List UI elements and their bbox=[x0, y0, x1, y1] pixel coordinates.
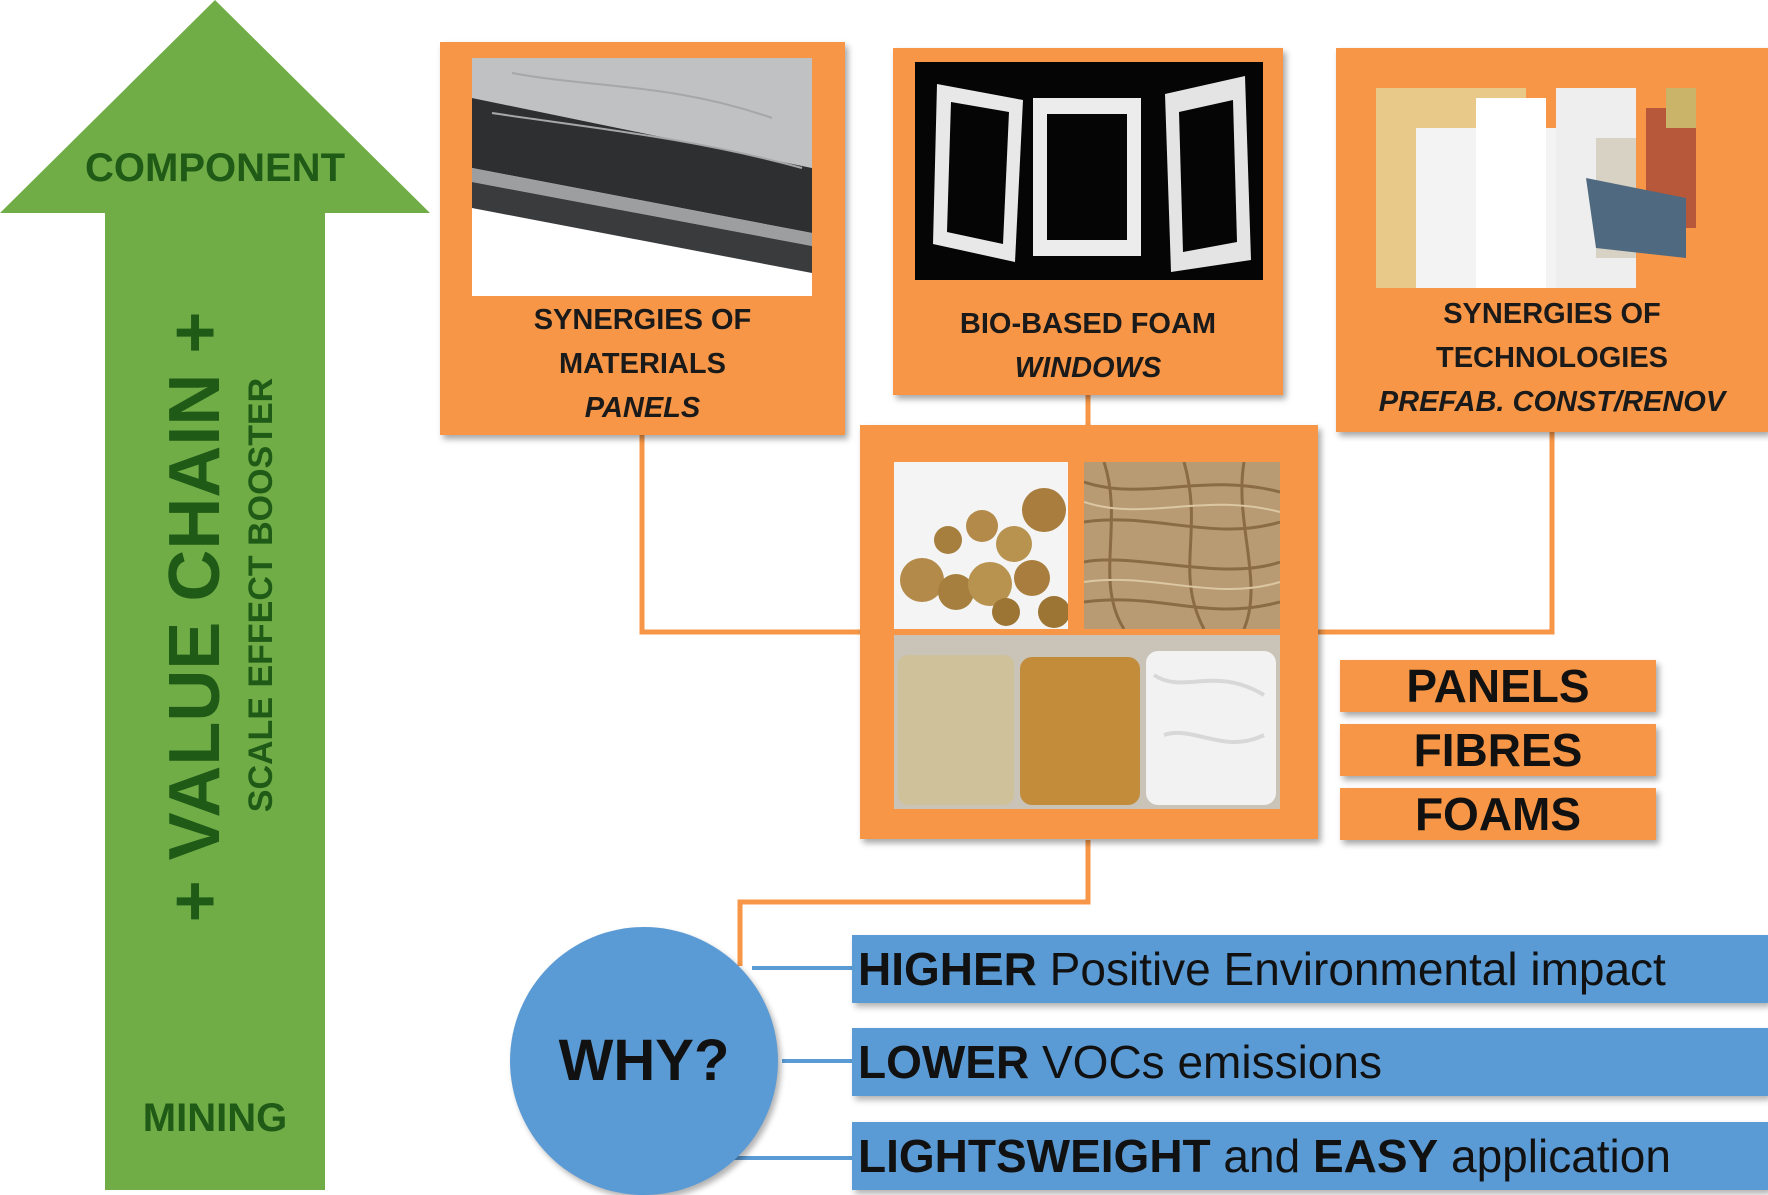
windows-caption-line1: BIO-BASED FOAM bbox=[959, 308, 1217, 340]
panels-caption-line2: MATERIALS bbox=[558, 348, 726, 380]
tag-panels: PANELS bbox=[1340, 660, 1656, 712]
reason-2-strong: LOWER bbox=[858, 1036, 1030, 1088]
prefab-wall-photo bbox=[1366, 68, 1706, 288]
reason-3-strong: LIGHTSWEIGHT bbox=[858, 1130, 1211, 1182]
reason-2-text: VOCs emissions bbox=[1029, 1036, 1382, 1088]
prefab-caption-line2: TECHNOLOGIES bbox=[1435, 342, 1668, 374]
reason-3-middle: and bbox=[1210, 1130, 1313, 1182]
reason-voc-emissions: LOWER VOCs emissions bbox=[852, 1028, 1768, 1096]
seed-pods-photo bbox=[894, 462, 1068, 629]
prefab-caption-line1: SYNERGIES OF bbox=[1443, 298, 1661, 330]
prefab-caption-line3: PREFAB. CONST/RENOV bbox=[1378, 386, 1726, 418]
tag-foams: FOAMS bbox=[1340, 788, 1656, 840]
insulation-panel-photo bbox=[472, 58, 812, 296]
reason-1-strong: HIGHER bbox=[858, 943, 1037, 995]
panels-caption-line1: SYNERGIES OF bbox=[533, 304, 752, 336]
product-box-panels: SYNERGIES OF MATERIALS PANELS bbox=[440, 42, 845, 435]
reason-1-text: Positive Environmental impact bbox=[1036, 943, 1666, 995]
value-chain-arrow bbox=[0, 0, 430, 1190]
foam-blocks-photo bbox=[894, 635, 1280, 809]
reason-environmental-impact: HIGHER Positive Environmental impact bbox=[852, 935, 1768, 1003]
plant-fibre-photo bbox=[1084, 462, 1280, 629]
product-box-prefab: SYNERGIES OF TECHNOLOGIES PREFAB. CONST/… bbox=[1336, 48, 1768, 432]
component-level-label: COMPONENT bbox=[85, 146, 345, 190]
reason-lightweight-easy: LIGHTSWEIGHT and EASY application bbox=[852, 1122, 1768, 1190]
tag-fibres: FIBRES bbox=[1340, 724, 1656, 776]
window-frames-photo bbox=[915, 62, 1263, 280]
why-label: WHY? bbox=[558, 1028, 730, 1093]
product-box-windows: BIO-BASED FOAM WINDOWS bbox=[893, 48, 1283, 395]
raw-materials-box bbox=[860, 425, 1318, 839]
windows-caption-line2: WINDOWS bbox=[1014, 352, 1162, 384]
why-circle: WHY? bbox=[510, 927, 778, 1195]
panels-caption-line3: PANELS bbox=[584, 392, 701, 424]
reason-3-strong2: EASY bbox=[1312, 1130, 1439, 1182]
reason-3-text: application bbox=[1438, 1130, 1671, 1182]
mining-level-label: MINING bbox=[142, 1096, 288, 1140]
